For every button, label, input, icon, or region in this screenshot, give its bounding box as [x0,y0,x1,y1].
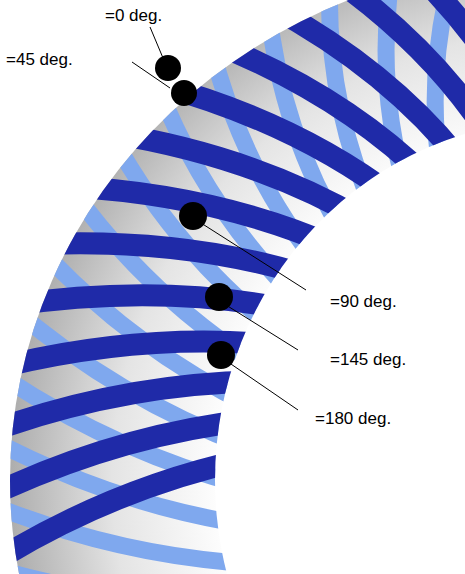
angle-label: =90 deg. [330,292,397,312]
helix-band [0,382,259,435]
helix-band [0,566,267,574]
angle-label: =180 deg. [315,409,391,429]
helix-band [463,0,465,150]
helix-band [36,243,312,277]
angle-label: =45 deg. [6,50,73,70]
helix-band [10,295,290,309]
helix-band [395,0,465,151]
helix-band [268,5,465,166]
angle-label: =0 deg. [105,6,162,26]
position-dots [155,55,235,369]
leader-lines [132,27,306,410]
helix-band [330,0,465,156]
helix-band [0,420,250,500]
angle-label: =145 deg. [330,350,406,370]
helix-band [210,41,429,179]
